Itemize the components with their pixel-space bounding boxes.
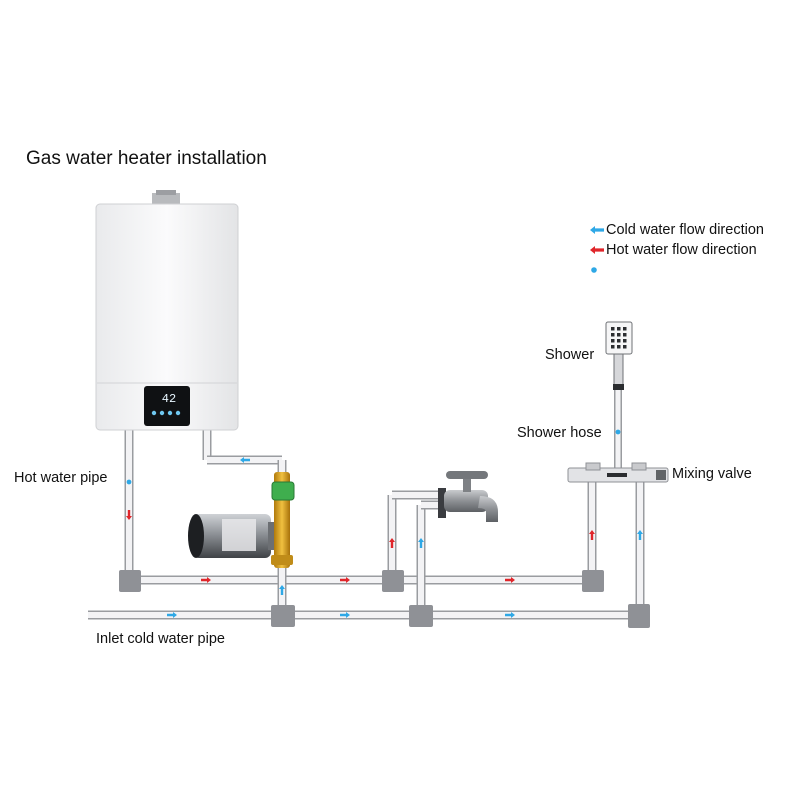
- pipe-fitting: [628, 604, 650, 628]
- pipe-fitting: [119, 570, 141, 592]
- flow-arrows: [126, 429, 643, 618]
- heater-button: [151, 410, 157, 416]
- mixing-valve: [567, 462, 669, 483]
- flow-arrow: [389, 538, 395, 548]
- flow-arrow: [505, 612, 515, 618]
- hot-flow-arrow-icon: [588, 240, 606, 260]
- pipe-fitting: [382, 570, 404, 592]
- shower-hole: [611, 327, 615, 331]
- shower-hole: [623, 345, 627, 349]
- flow-arrow: [240, 457, 250, 463]
- flow-arrow: [167, 612, 177, 618]
- flow-switch: [271, 481, 295, 501]
- pump-label: [222, 519, 256, 551]
- shower-hole: [617, 327, 621, 331]
- faucet-handle: [446, 471, 488, 479]
- diagram-title: Gas water heater installation: [26, 148, 267, 169]
- flow-arrow: [589, 530, 595, 540]
- shower-hole: [617, 339, 621, 343]
- heater-body: [95, 203, 239, 431]
- cold-dot-icon: [588, 260, 606, 280]
- brass-nut: [271, 555, 293, 565]
- heater-button: [167, 410, 173, 416]
- cold-flow-arrow-icon: [588, 220, 606, 240]
- label-shower: Shower: [545, 347, 595, 363]
- heater-button: [159, 410, 165, 416]
- legend-item-cold: Cold water flow direction: [588, 220, 764, 240]
- legend: Cold water flow direction Hot water flow…: [588, 220, 764, 280]
- mixing-valve-slot: [607, 473, 627, 477]
- shower-face: [605, 321, 633, 355]
- shower-handle-end: [613, 384, 624, 390]
- flow-arrow: [201, 577, 211, 583]
- pipe-fitting: [409, 605, 433, 627]
- flow-arrow: [340, 612, 350, 618]
- flow-arrow: [279, 585, 285, 595]
- heater-flue: [152, 193, 180, 205]
- mixing-valve-knob: [631, 462, 647, 471]
- pipe-fitting: [271, 605, 295, 627]
- heater-display-panel: [144, 386, 190, 426]
- shower-hole: [617, 333, 621, 337]
- shower-hole: [623, 339, 627, 343]
- legend-dot: [588, 260, 764, 280]
- mixing-valve-knob: [585, 462, 601, 471]
- faucet: [438, 471, 498, 522]
- mixing-valve-end: [656, 470, 666, 480]
- legend-item-hot: Hot water flow direction: [588, 240, 764, 260]
- legend-hot-label: Hot water flow direction: [606, 242, 757, 258]
- heater-button: [175, 410, 181, 416]
- booster-pump: [188, 472, 295, 568]
- label-shower-hose: Shower hose: [517, 425, 602, 441]
- pump-coupling: [268, 522, 276, 550]
- flow-dot: [126, 479, 132, 485]
- legend-cold-label: Cold water flow direction: [606, 222, 764, 238]
- shower-holes: [611, 327, 627, 349]
- flow-arrow: [126, 510, 132, 520]
- faucet-flange: [438, 488, 446, 518]
- flow-arrow: [340, 577, 350, 583]
- label-mixing-valve: Mixing valve: [672, 466, 752, 482]
- faucet-body: [444, 490, 488, 512]
- flow-arrow: [418, 538, 424, 548]
- pump-endcap: [188, 514, 204, 558]
- label-hot-water-pipe: Hot water pipe: [14, 470, 108, 486]
- shower-handle: [613, 353, 624, 387]
- flow-arrow: [637, 530, 643, 540]
- flow-arrow: [505, 577, 515, 583]
- shower-hole: [617, 345, 621, 349]
- heater-display-value: 42: [162, 392, 176, 406]
- flow-dot: [615, 429, 621, 435]
- pipe-fitting: [582, 570, 604, 592]
- shower-hole: [623, 333, 627, 337]
- label-inlet-cold-water-pipe: Inlet cold water pipe: [96, 631, 225, 647]
- shower-hole: [623, 327, 627, 331]
- faucet-stem: [463, 478, 471, 492]
- shower-hole: [611, 333, 615, 337]
- shower-hole: [611, 345, 615, 349]
- shower-head: [605, 321, 633, 390]
- faucet-spout: [478, 496, 498, 522]
- shower-hole: [611, 339, 615, 343]
- heater-flue-cap: [156, 190, 176, 195]
- water-heater: 42: [95, 190, 239, 431]
